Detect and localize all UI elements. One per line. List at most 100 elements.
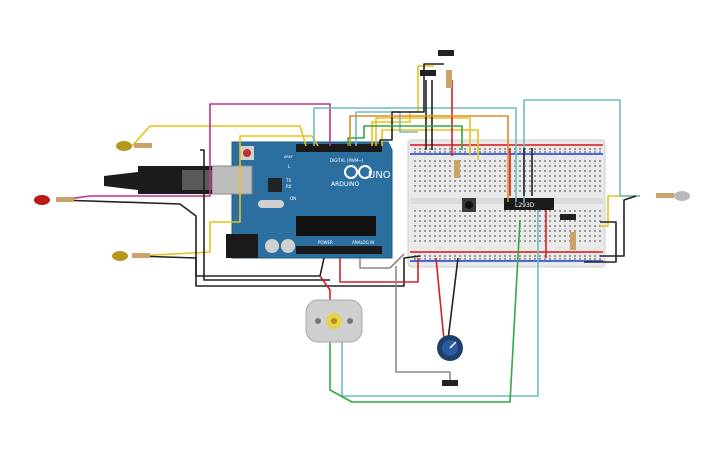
on-label: ON [290,196,296,201]
breadboard-hole [574,210,576,212]
breadboard-hole [549,220,551,222]
breadboard-hole [549,258,551,260]
breadboard-hole [594,235,596,237]
breadboard-hole [494,235,496,237]
breadboard-hole [529,230,531,232]
breadboard-hole [419,180,421,182]
breadboard-hole [454,220,456,222]
breadboard-hole [494,230,496,232]
breadboard-hole [444,220,446,222]
breadboard-hole [559,148,561,150]
breadboard-hole [494,170,496,172]
breadboard-hole [579,220,581,222]
reset-button[interactable] [243,149,251,157]
power-label: POWER [318,240,333,245]
pushbutton[interactable] [462,198,476,212]
breadboard-hole [499,230,501,232]
breadboard-hole [449,185,451,187]
breadboard-hole [424,230,426,232]
breadboard-hole [524,220,526,222]
slide-switch-mid[interactable] [420,70,436,76]
breadboard-hole [489,170,491,172]
breadboard-hole [559,180,561,182]
breadboard-hole [449,215,451,217]
breadboard-hole [499,170,501,172]
breadboard-hole [469,180,471,182]
breadboard-hole [499,240,501,242]
breadboard-hole [574,255,576,257]
breadboard-hole [429,225,431,227]
breadboard-hole [514,170,516,172]
slide-switch-bottom[interactable] [442,380,458,386]
breadboard-hole [434,180,436,182]
breadboard-hole [524,215,526,217]
breadboard-hole [599,190,601,192]
breadboard-hole [419,170,421,172]
breadboard-hole [444,210,446,212]
breadboard-hole [479,190,481,192]
breadboard-hole [564,151,566,153]
slide-switch-top[interactable] [438,50,454,56]
breadboard-hole [474,160,476,162]
breadboard-hole [524,255,526,257]
breadboard-hole [489,151,491,153]
breadboard-hole [424,255,426,257]
breadboard-hole [449,235,451,237]
breadboard-hole [559,258,561,260]
breadboard-hole [429,165,431,167]
breadboard-hole [424,165,426,167]
breadboard-hole [424,225,426,227]
breadboard-hole [444,160,446,162]
breadboard-hole [494,185,496,187]
breadboard-hole [454,190,456,192]
resistor [656,193,674,198]
breadboard-hole [474,215,476,217]
resistor-breadboard [454,160,460,178]
wires [59,63,640,403]
breadboard-hole [444,170,446,172]
breadboard-hole [459,240,461,242]
breadboard-hole [514,210,516,212]
breadboard-hole [444,165,446,167]
breadboard-hole [589,258,591,260]
breadboard-hole [419,215,421,217]
breadboard-hole [554,190,556,192]
breadboard-hole [434,225,436,227]
breadboard-hole [539,225,541,227]
breadboard-hole [479,170,481,172]
breadboard-hole [574,151,576,153]
breadboard-hole [599,165,601,167]
atmega-chip [296,216,376,236]
breadboard-hole [489,258,491,260]
breadboard-hole [584,225,586,227]
analog-label: ANALOG IN [352,240,374,245]
breadboard-hole [579,255,581,257]
breadboard-hole [439,148,441,150]
breadboard-hole [494,175,496,177]
breadboard-hole [459,255,461,257]
breadboard-hole [499,235,501,237]
breadboard-hole [564,230,566,232]
breadboard-hole [559,225,561,227]
breadboard-hole [489,240,491,242]
breadboard-hole [459,190,461,192]
breadboard-hole [534,190,536,192]
breadboard-hole [584,151,586,153]
breadboard-hole [514,240,516,242]
breadboard-hole [439,230,441,232]
breadboard-hole [464,235,466,237]
breadboard-hole [514,258,516,260]
potentiometer[interactable] [437,335,463,361]
breadboard-hole [499,210,501,212]
breadboard-hole [489,160,491,162]
breadboard-hole [474,170,476,172]
breadboard-hole [504,165,506,167]
slide-switch-breadboard[interactable] [560,214,576,220]
breadboard-hole [514,255,516,257]
breadboard-hole [574,175,576,177]
breadboard-hole [499,185,501,187]
breadboard-hole [564,240,566,242]
breadboard-hole [589,170,591,172]
breadboard-hole [504,240,506,242]
breadboard-hole [599,148,601,150]
